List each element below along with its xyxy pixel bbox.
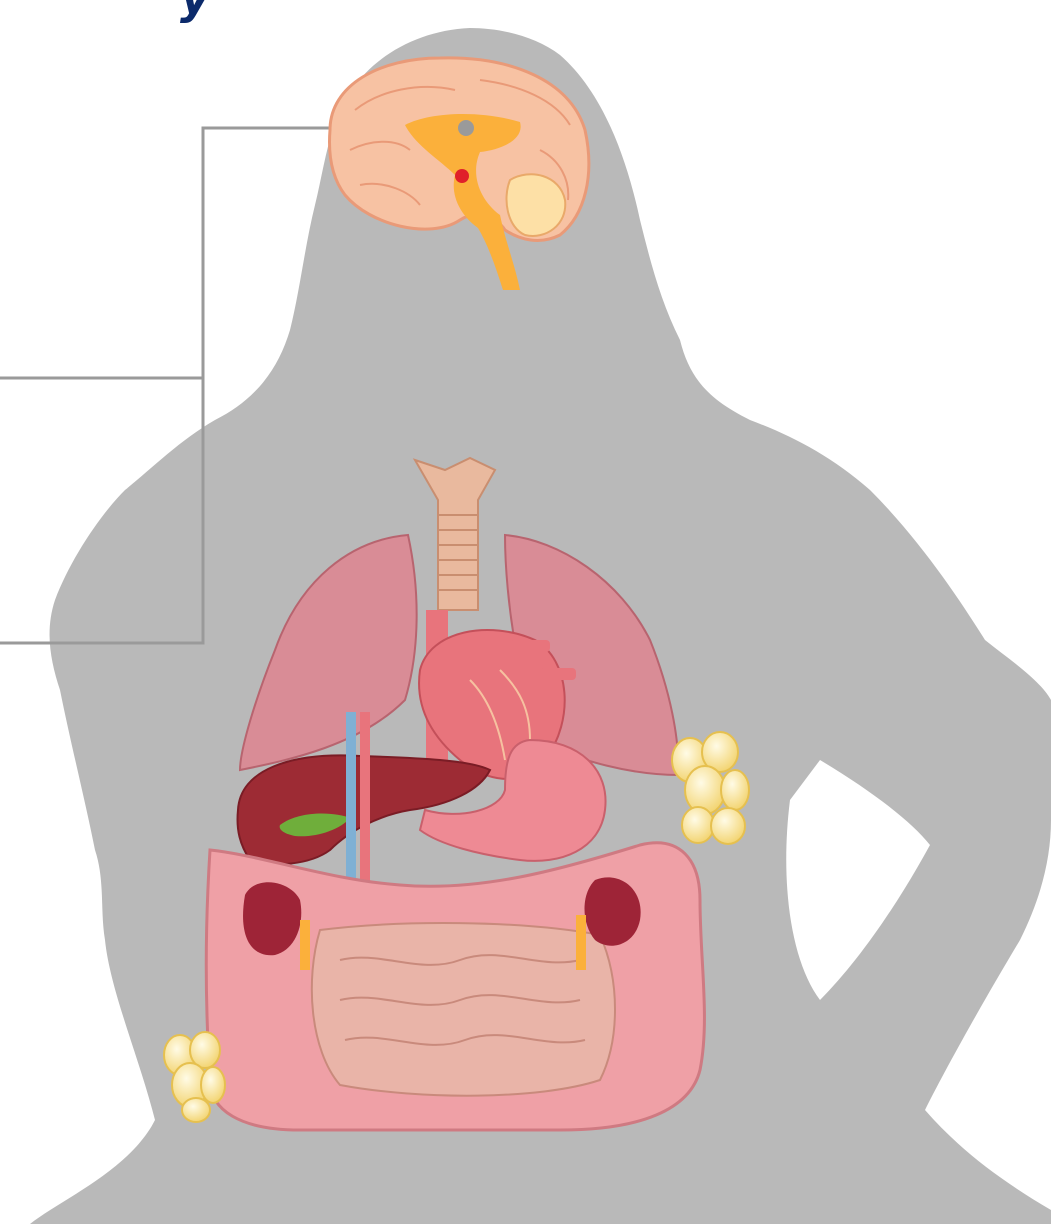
pituitary	[455, 169, 469, 183]
cerebellum	[506, 174, 565, 236]
callout-dot	[458, 120, 474, 136]
small-intestine	[312, 923, 615, 1096]
